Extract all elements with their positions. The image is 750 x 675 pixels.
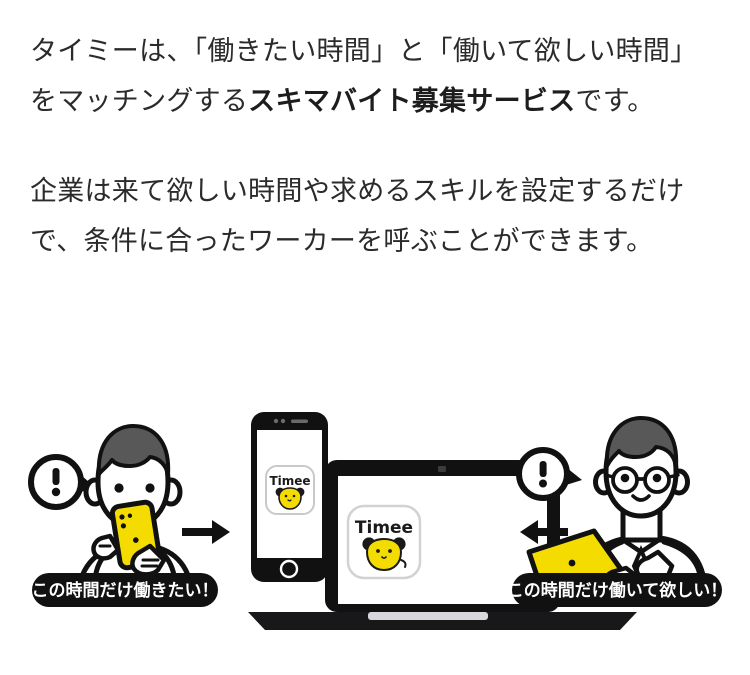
worker-hair [96,424,171,476]
devices-group: Timee [248,412,637,630]
employer-speech-bubble [516,447,582,501]
matching-illustration: この時間だけ働きたい！ Tim [0,400,750,640]
worker-eye-right [145,483,155,493]
phone-app-tile[interactable]: Timee [265,465,315,515]
paragraph-intro-segment-0: タイミーは、「働きたい時間」と「働いて欲しい時間」をマッチングする [30,36,698,116]
paragraph-intro: タイミーは、「働きたい時間」と「働いて欲しい時間」をマッチングするスキマバイト募… [30,26,722,126]
employer-figure: この時間だけ働いて欲しい！ [507,416,728,607]
laptop-trackpad [368,612,488,620]
phone-speaker [291,419,308,423]
article-copy: タイミーは、「働きたい時間」と「働いて欲しい時間」をマッチングするスキマバイト募… [30,26,722,266]
employer-hair [604,416,679,468]
worker-label-text: この時間だけ働きたい！ [32,580,219,601]
worker-label-pill: この時間だけ働きたい！ [32,573,219,607]
employer-label-text: この時間だけ働いて欲しい！ [507,580,728,601]
employer-eye-right [652,473,662,483]
exclamation-icon [51,468,61,497]
laptop-mascot-icon [362,537,407,572]
laptop-app-tile: Timee [346,504,422,580]
employer-glasses-icon [604,466,680,494]
phone-home-button[interactable] [279,559,299,579]
paragraph-description-segment-0: 企業は来て欲しい時間や求めるスキルを設定するだけで、条件に合ったワーカーを呼ぶこ… [30,176,685,256]
worker-eye-left [114,483,124,493]
laptop-camera-icon [438,466,446,472]
phone-mascot-icon [275,487,305,510]
arrow-right-icon [182,520,230,544]
exclamation-icon [539,461,547,488]
employer-eye-left [620,473,630,483]
paragraph-intro-segment-2: です。 [575,86,655,116]
paragraph-description: 企業は来て欲しい時間や求めるスキルを設定するだけで、条件に合ったワーカーを呼ぶこ… [30,166,722,266]
worker-figure: この時間だけ働きたい！ [28,424,219,607]
employer-mouth [631,494,651,502]
laptop-app-label: Timee [355,518,413,538]
phone-app-label: Timee [269,474,310,488]
employer-label-pill: この時間だけ働いて欲しい！ [507,573,728,607]
arrow-left-icon [520,520,568,544]
worker-speech-bubble [28,454,96,510]
illustration-svg: この時間だけ働きたい！ Tim [28,412,728,630]
paragraph-intro-segment-1-bold: スキマバイト募集サービス [248,86,576,116]
